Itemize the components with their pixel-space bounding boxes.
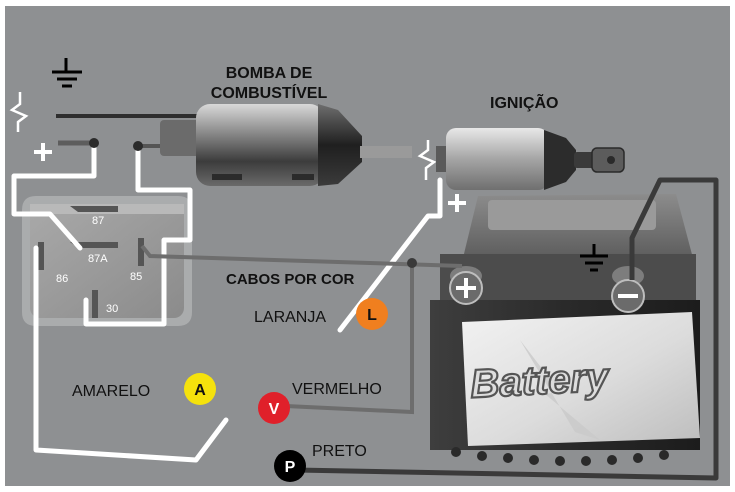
fuel-pump-label-line2: COMBUSTÍVEL [211, 83, 328, 102]
battery-plus-icon [456, 278, 476, 298]
relay-pin-87: 87 [92, 215, 104, 227]
battery-label: Battery [469, 355, 611, 406]
wire-white-relay-85 [83, 143, 193, 327]
legend-letter-preto: P [285, 459, 296, 476]
wire-white-ignition [337, 177, 443, 333]
ignition-switch [436, 128, 625, 190]
connector-dot [133, 141, 143, 151]
legend-letter-vermelho: V [269, 401, 280, 418]
wire-white-relay-87 [11, 140, 97, 251]
cables-by-color-heading: CABOS POR COR [226, 271, 355, 288]
fuse-icon-left [9, 92, 29, 132]
ignition-label: IGNIÇÃO [490, 92, 558, 112]
wire-red-vermelho [285, 262, 414, 415]
wire-white-relay-86 [33, 245, 229, 463]
ground-icon-battery [580, 244, 608, 272]
relay-pin-labels: 87 87A 86 85 30 [56, 215, 142, 315]
plus-icon-left [34, 143, 52, 161]
relay-pin-87a: 87A [88, 253, 108, 265]
legend-label-vermelho: VERMELHO [292, 381, 382, 398]
relay-pin-85: 85 [130, 271, 142, 283]
legend-label-amarelo: AMARELO [72, 383, 150, 400]
fuel-pump-label-line1: BOMBA DE [226, 65, 313, 82]
fuse-icon-ignition [417, 140, 437, 180]
wire-gray-relay-battery [140, 244, 463, 268]
battery [430, 194, 700, 466]
fuel-pump [160, 104, 412, 186]
relay-pin-30: 30 [106, 303, 118, 315]
legend-label-preto: PRETO [312, 443, 367, 460]
ground-icon-pump [52, 58, 82, 88]
legend-badge-laranja [356, 298, 388, 330]
legend-letter-amarelo: A [194, 382, 206, 399]
relay-pin-86: 86 [56, 273, 68, 285]
plus-icon-ignition [448, 194, 466, 212]
legend-label-laranja: LARANJA [254, 309, 326, 326]
wire-black-preto [295, 177, 719, 481]
legend-letter-laranja: L [367, 307, 377, 324]
legend-badge-vermelho [258, 392, 290, 424]
connector-dot [89, 138, 99, 148]
wire-junction [407, 258, 417, 268]
legend-badge-amarelo [184, 373, 216, 405]
legend-badge-preto [274, 450, 306, 482]
